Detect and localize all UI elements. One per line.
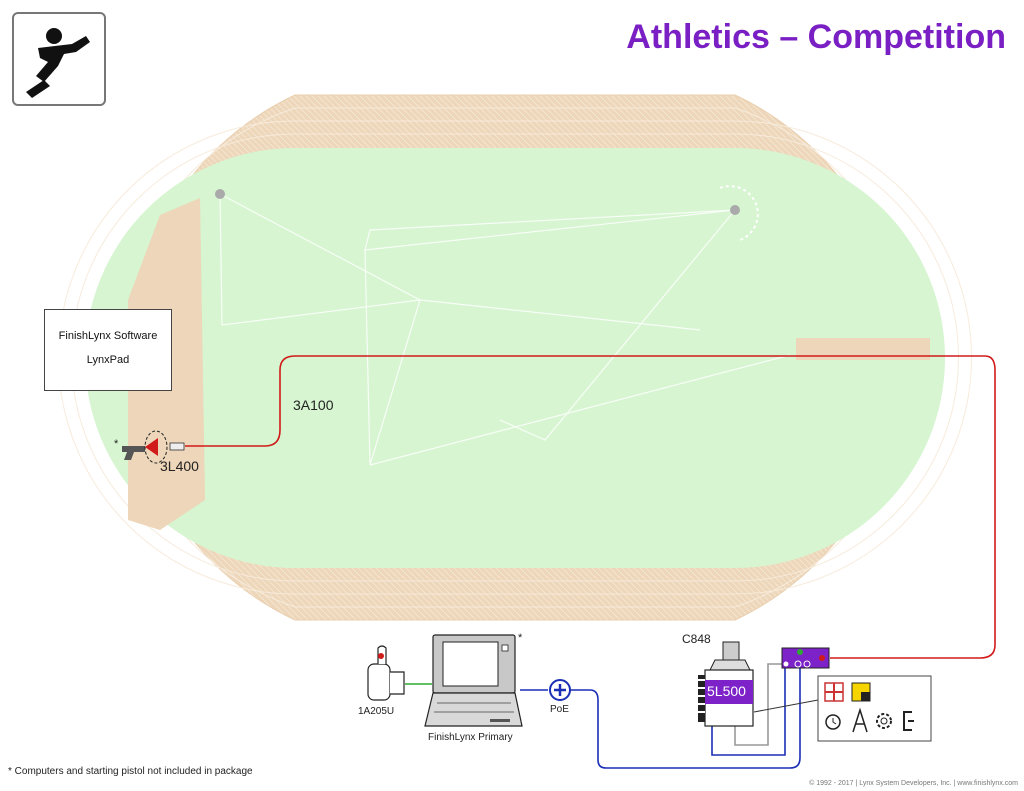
options-panel-icon	[817, 675, 932, 742]
label-c848: C848	[682, 632, 711, 646]
options-connector	[753, 699, 819, 713]
throwing-circle-right	[730, 205, 740, 215]
starting-pistol-icon	[122, 446, 145, 460]
label-finishlynx-primary: FinishLynx Primary	[428, 732, 513, 743]
runway-right	[796, 338, 930, 360]
copyright: © 1992 - 2017 | Lynx System Developers, …	[809, 780, 1018, 787]
poe-icon	[549, 679, 571, 701]
label-5l500: 5L500	[707, 683, 746, 699]
computer-asterisk: *	[518, 632, 523, 644]
gray-cable-camera	[734, 663, 786, 746]
footnote: * Computers and starting pistol not incl…	[8, 766, 253, 777]
label-3l400: 3L400	[160, 458, 199, 474]
camera-icon	[698, 641, 754, 727]
runner-logo-icon	[12, 12, 106, 106]
thumb-button-icon	[367, 645, 405, 701]
infield	[85, 148, 945, 568]
software-line-2: LynxPad	[86, 354, 130, 366]
junction-box-icon	[781, 647, 830, 669]
blue-cable-poe	[570, 668, 801, 769]
sensor-3l400-icon	[144, 430, 185, 464]
software-box: FinishLynx Software LynxPad	[44, 309, 172, 391]
pistol-asterisk: *	[114, 438, 119, 450]
running-track	[58, 94, 972, 621]
page-title: Athletics – Competition	[626, 18, 1006, 56]
laptop-icon	[424, 634, 523, 727]
label-1a205u: 1A205U	[358, 706, 395, 717]
software-line-1: FinishLynx Software	[58, 330, 158, 342]
red-cable	[185, 355, 996, 659]
label-poe: PoE	[550, 704, 569, 715]
blue-cable-camera	[711, 668, 786, 756]
label-3a100: 3A100	[293, 397, 334, 413]
throwing-circle-left	[215, 189, 225, 199]
